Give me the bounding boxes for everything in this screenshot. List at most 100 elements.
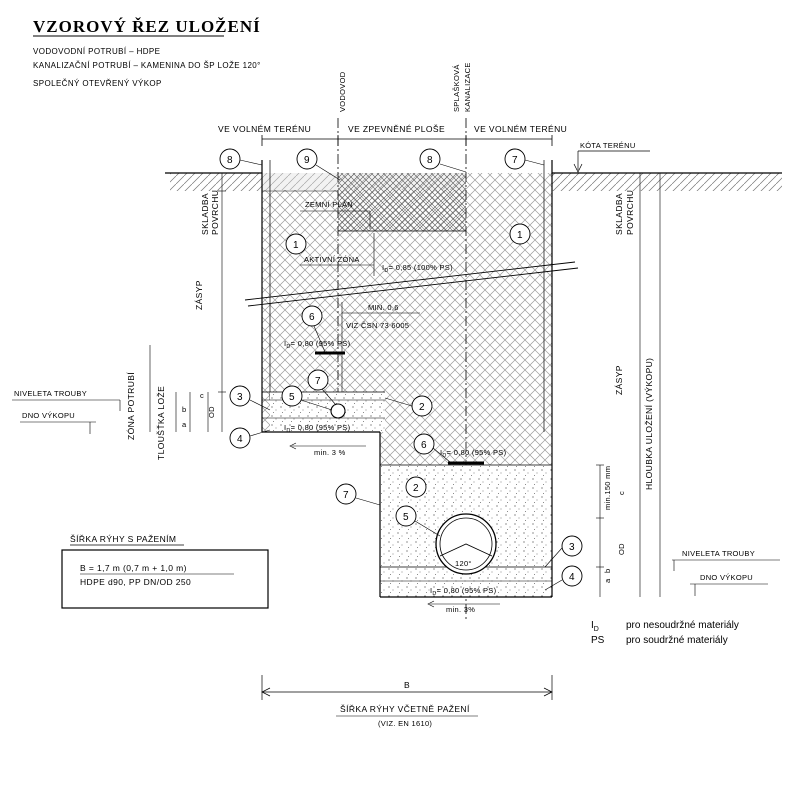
svg-text:ID= 0,80 (95% PS): ID= 0,80 (95% PS) — [284, 339, 351, 350]
label-tloustka-loze: TLOUŠŤKA LOŽE — [156, 386, 166, 460]
svg-text:6: 6 — [309, 312, 315, 323]
note-vykop: SPOLEČNÝ OTEVŘENÝ VÝKOP — [33, 79, 162, 88]
label-ve-volnem-right: VE VOLNÉM TERÉNU — [474, 124, 567, 134]
svg-text:ID= 0,85 (100% PS): ID= 0,85 (100% PS) — [382, 263, 453, 274]
callout-7-lower: 7 — [335, 483, 381, 506]
label-vodovod: VODOVOD — [338, 71, 347, 112]
callout-3-right: 3 — [544, 535, 583, 568]
label-ve-volnem-left: VE VOLNÉM TERÉNU — [218, 124, 311, 134]
label-povrchu-left: POVRCHU — [210, 190, 220, 235]
callout-5-left: 5 — [281, 385, 333, 411]
label-120deg: 120° — [455, 559, 472, 568]
label-zona-potrubi: ZÓNA POTRUBÍ — [126, 372, 136, 440]
svg-text:2: 2 — [413, 483, 419, 494]
callout-8-left: 8 — [219, 148, 263, 170]
callout-4-right: 4 — [544, 565, 583, 591]
label-hloubka: HLOUBKA ULOŽENÍ (VÝKOPU) — [644, 358, 654, 490]
callout-2-left: 2 — [384, 395, 433, 417]
label-min-3-upper: min. 3 % — [314, 448, 346, 457]
svg-text:3: 3 — [569, 542, 575, 553]
callout-1-left: 1 — [285, 233, 307, 255]
svg-text:8: 8 — [427, 155, 433, 166]
label-aktivni-zona: AKTIVNÍ ZÓNA — [304, 255, 360, 264]
ground-left — [170, 173, 262, 191]
callout-5-right: 5 — [395, 505, 441, 537]
label-sirka-ryhy: ŠÍŘKA RÝHY VČETNĚ PAŽENÍ — [340, 704, 470, 714]
legend-id-symbol: ID — [591, 620, 599, 633]
svg-text:9: 9 — [304, 155, 310, 166]
label-od-right: OD — [617, 543, 626, 555]
label-kanalizace: KANALIZACE — [463, 62, 472, 112]
svg-text:5: 5 — [403, 512, 409, 523]
callout-7-top: 7 — [504, 148, 545, 170]
legend-ps-symbol: PS — [591, 635, 605, 646]
drawing-title: VZOROVÝ ŘEZ ULOŽENÍ — [33, 17, 261, 36]
label-viz-en: (VIZ. EN 1610) — [378, 719, 432, 728]
legend-id-text: pro nesoudržné materiály — [626, 620, 739, 631]
label-id-080-bedding: = 0,80 (95% PS) — [437, 586, 497, 595]
callout-2-right: 2 — [405, 476, 427, 498]
callout-6-upper: 6 — [301, 305, 326, 353]
label-min150: min.150 mm — [603, 466, 612, 510]
label-od-left: OD — [207, 406, 216, 418]
label-c-left: c — [200, 391, 204, 400]
svg-text:4: 4 — [569, 572, 575, 583]
break-line — [244, 261, 579, 307]
svg-text:3: 3 — [237, 392, 243, 403]
note-kanalizace: KANALIZAČNÍ POTRUBÍ – KAMENINA DO ŠP LOŽ… — [33, 61, 261, 70]
svg-text:7: 7 — [315, 376, 321, 387]
label-skladba-left: SKLADBA — [200, 193, 210, 235]
svg-text:4: 4 — [237, 434, 243, 445]
label-b-left: b — [182, 405, 186, 414]
callout-6-lower: 6 — [413, 433, 451, 463]
label-niveleta-right: NIVELETA TROUBY — [682, 549, 755, 558]
label-id-080-water: = 0,80 (95% PS) — [291, 423, 351, 432]
label-min-06: MIN. 0,6 — [368, 303, 399, 312]
sewer-pipe-inner — [439, 517, 493, 571]
svg-text:ID= 0,80 (95% PS): ID= 0,80 (95% PS) — [430, 586, 497, 597]
svg-text:1: 1 — [517, 230, 523, 241]
water-pipe — [330, 403, 346, 419]
id-symbol-top: I — [382, 263, 384, 272]
label-dno-right: DNO VÝKOPU — [700, 573, 753, 582]
svg-text:1: 1 — [293, 240, 299, 251]
svg-text:ID= 0,80 (95% PS): ID= 0,80 (95% PS) — [440, 448, 507, 459]
svg-text:2: 2 — [419, 402, 425, 413]
callout-3-left: 3 — [229, 385, 271, 411]
ground-right — [552, 173, 782, 191]
svg-text:7: 7 — [512, 155, 518, 166]
callout-7-middle: 7 — [307, 369, 337, 406]
width-box-line1: B = 1,7 m (0,7 m + 1,0 m) — [80, 563, 187, 573]
label-c-right: c — [617, 491, 626, 495]
svg-text:7: 7 — [343, 490, 349, 501]
label-a-right: a — [603, 578, 612, 583]
label-min-3-lower: min. 3% — [446, 605, 475, 614]
width-box — [61, 549, 269, 609]
callout-9: 9 — [296, 148, 341, 181]
label-a-left: a — [182, 420, 187, 429]
label-ve-zpevnene: VE ZPEVNĚNÉ PLOŠE — [348, 124, 445, 134]
svg-text:ID= 0,80 (95% PS): ID= 0,80 (95% PS) — [284, 423, 351, 434]
label-id-085: = 0,85 (100% PS) — [389, 263, 453, 272]
callout-8-middle: 8 — [419, 148, 467, 173]
svg-text:6: 6 — [421, 440, 427, 451]
legend-ps-text: pro soudržné materiály — [626, 635, 728, 646]
bedding-angle-lines — [439, 543, 493, 557]
label-id-080-lower: = 0,80 (95% PS) — [447, 448, 507, 457]
note-vodovod: VODOVODNÍ POTRUBÍ – HDPE — [33, 47, 160, 56]
label-dno-left: DNO VÝKOPU — [22, 411, 75, 420]
label-b-right: b — [603, 569, 612, 573]
label-zemni-plan: ZEMNÍ PLÁN — [305, 200, 353, 209]
label-splaskova: SPLAŠKOVÁ — [452, 64, 461, 112]
width-box-heading: ŠÍŘKA RÝHY S PAŽENÍM — [70, 534, 176, 544]
callout-1-right: 1 — [509, 223, 531, 245]
label-zasyp-left: ZÁSYP — [194, 280, 204, 310]
callout-4-left: 4 — [229, 427, 271, 449]
label-zasyp-right: ZÁSYP — [614, 365, 624, 395]
svg-text:5: 5 — [289, 392, 295, 403]
svg-text:8: 8 — [227, 155, 233, 166]
width-box-line2: HDPE d90, PP DN/OD 250 — [80, 577, 191, 587]
label-viz-csn: VIZ ČSN 73 6005 — [346, 321, 409, 330]
label-niveleta-left: NIVELETA TROUBY — [14, 389, 87, 398]
